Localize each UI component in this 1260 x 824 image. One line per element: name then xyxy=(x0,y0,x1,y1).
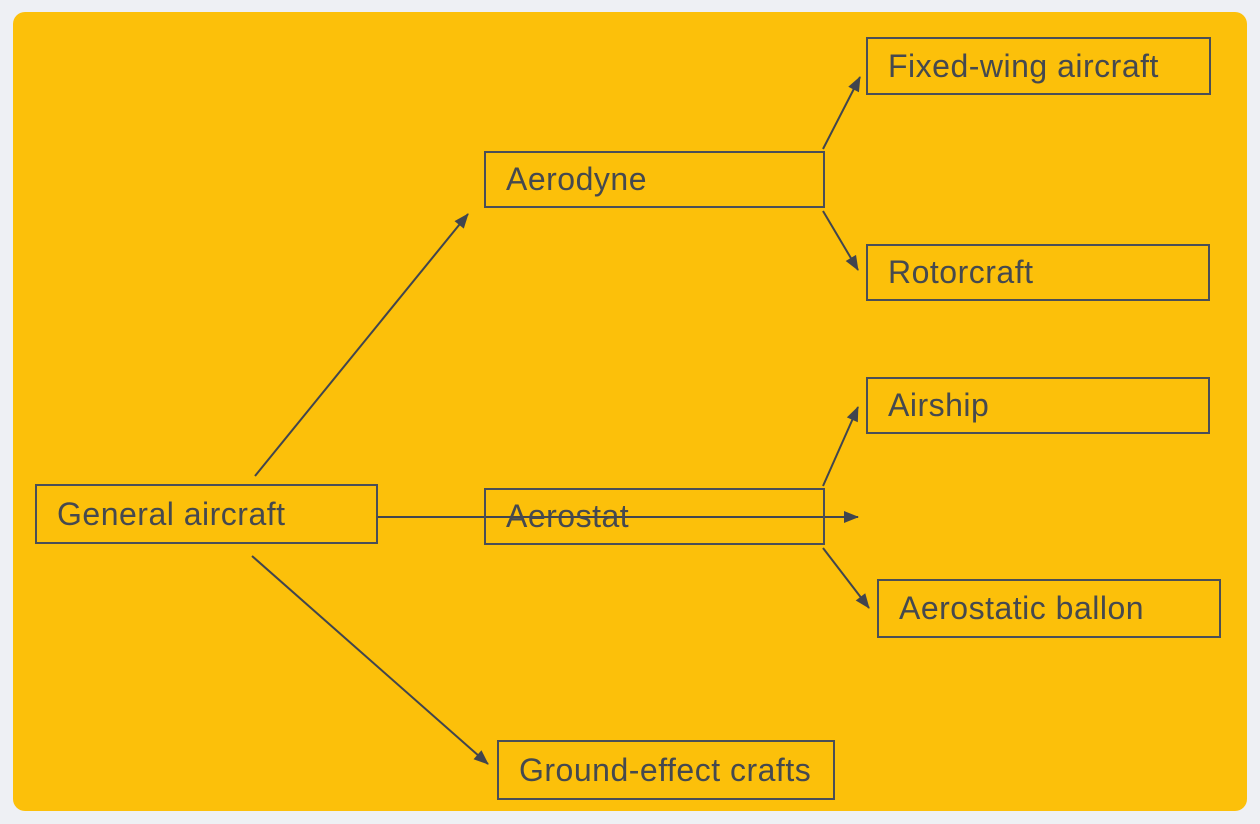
node-ground-effect-crafts: Ground-effect crafts xyxy=(497,740,835,800)
node-rotorcraft: Rotorcraft xyxy=(866,244,1210,301)
node-aerodyne-label: Aerodyne xyxy=(506,161,647,197)
node-aerostat: Aerostat xyxy=(484,488,825,545)
node-airship-label: Airship xyxy=(888,387,990,423)
node-rotorcraft-label: Rotorcraft xyxy=(888,254,1034,290)
node-fixed-wing-aircraft: Fixed-wing aircraft xyxy=(866,37,1211,95)
node-general-aircraft: General aircraft xyxy=(35,484,378,544)
node-aerodyne: Aerodyne xyxy=(484,151,825,208)
node-fixed-wing-aircraft-label: Fixed-wing aircraft xyxy=(888,47,1159,84)
node-aerostatic-ballon: Aerostatic ballon xyxy=(877,579,1221,638)
node-airship: Airship xyxy=(866,377,1210,434)
diagram-canvas xyxy=(13,12,1247,811)
node-general-aircraft-label: General aircraft xyxy=(57,495,286,532)
node-aerostat-label: Aerostat xyxy=(506,498,630,534)
node-ground-effect-crafts-label: Ground-effect crafts xyxy=(519,751,812,788)
node-aerostatic-ballon-label: Aerostatic ballon xyxy=(899,590,1145,626)
